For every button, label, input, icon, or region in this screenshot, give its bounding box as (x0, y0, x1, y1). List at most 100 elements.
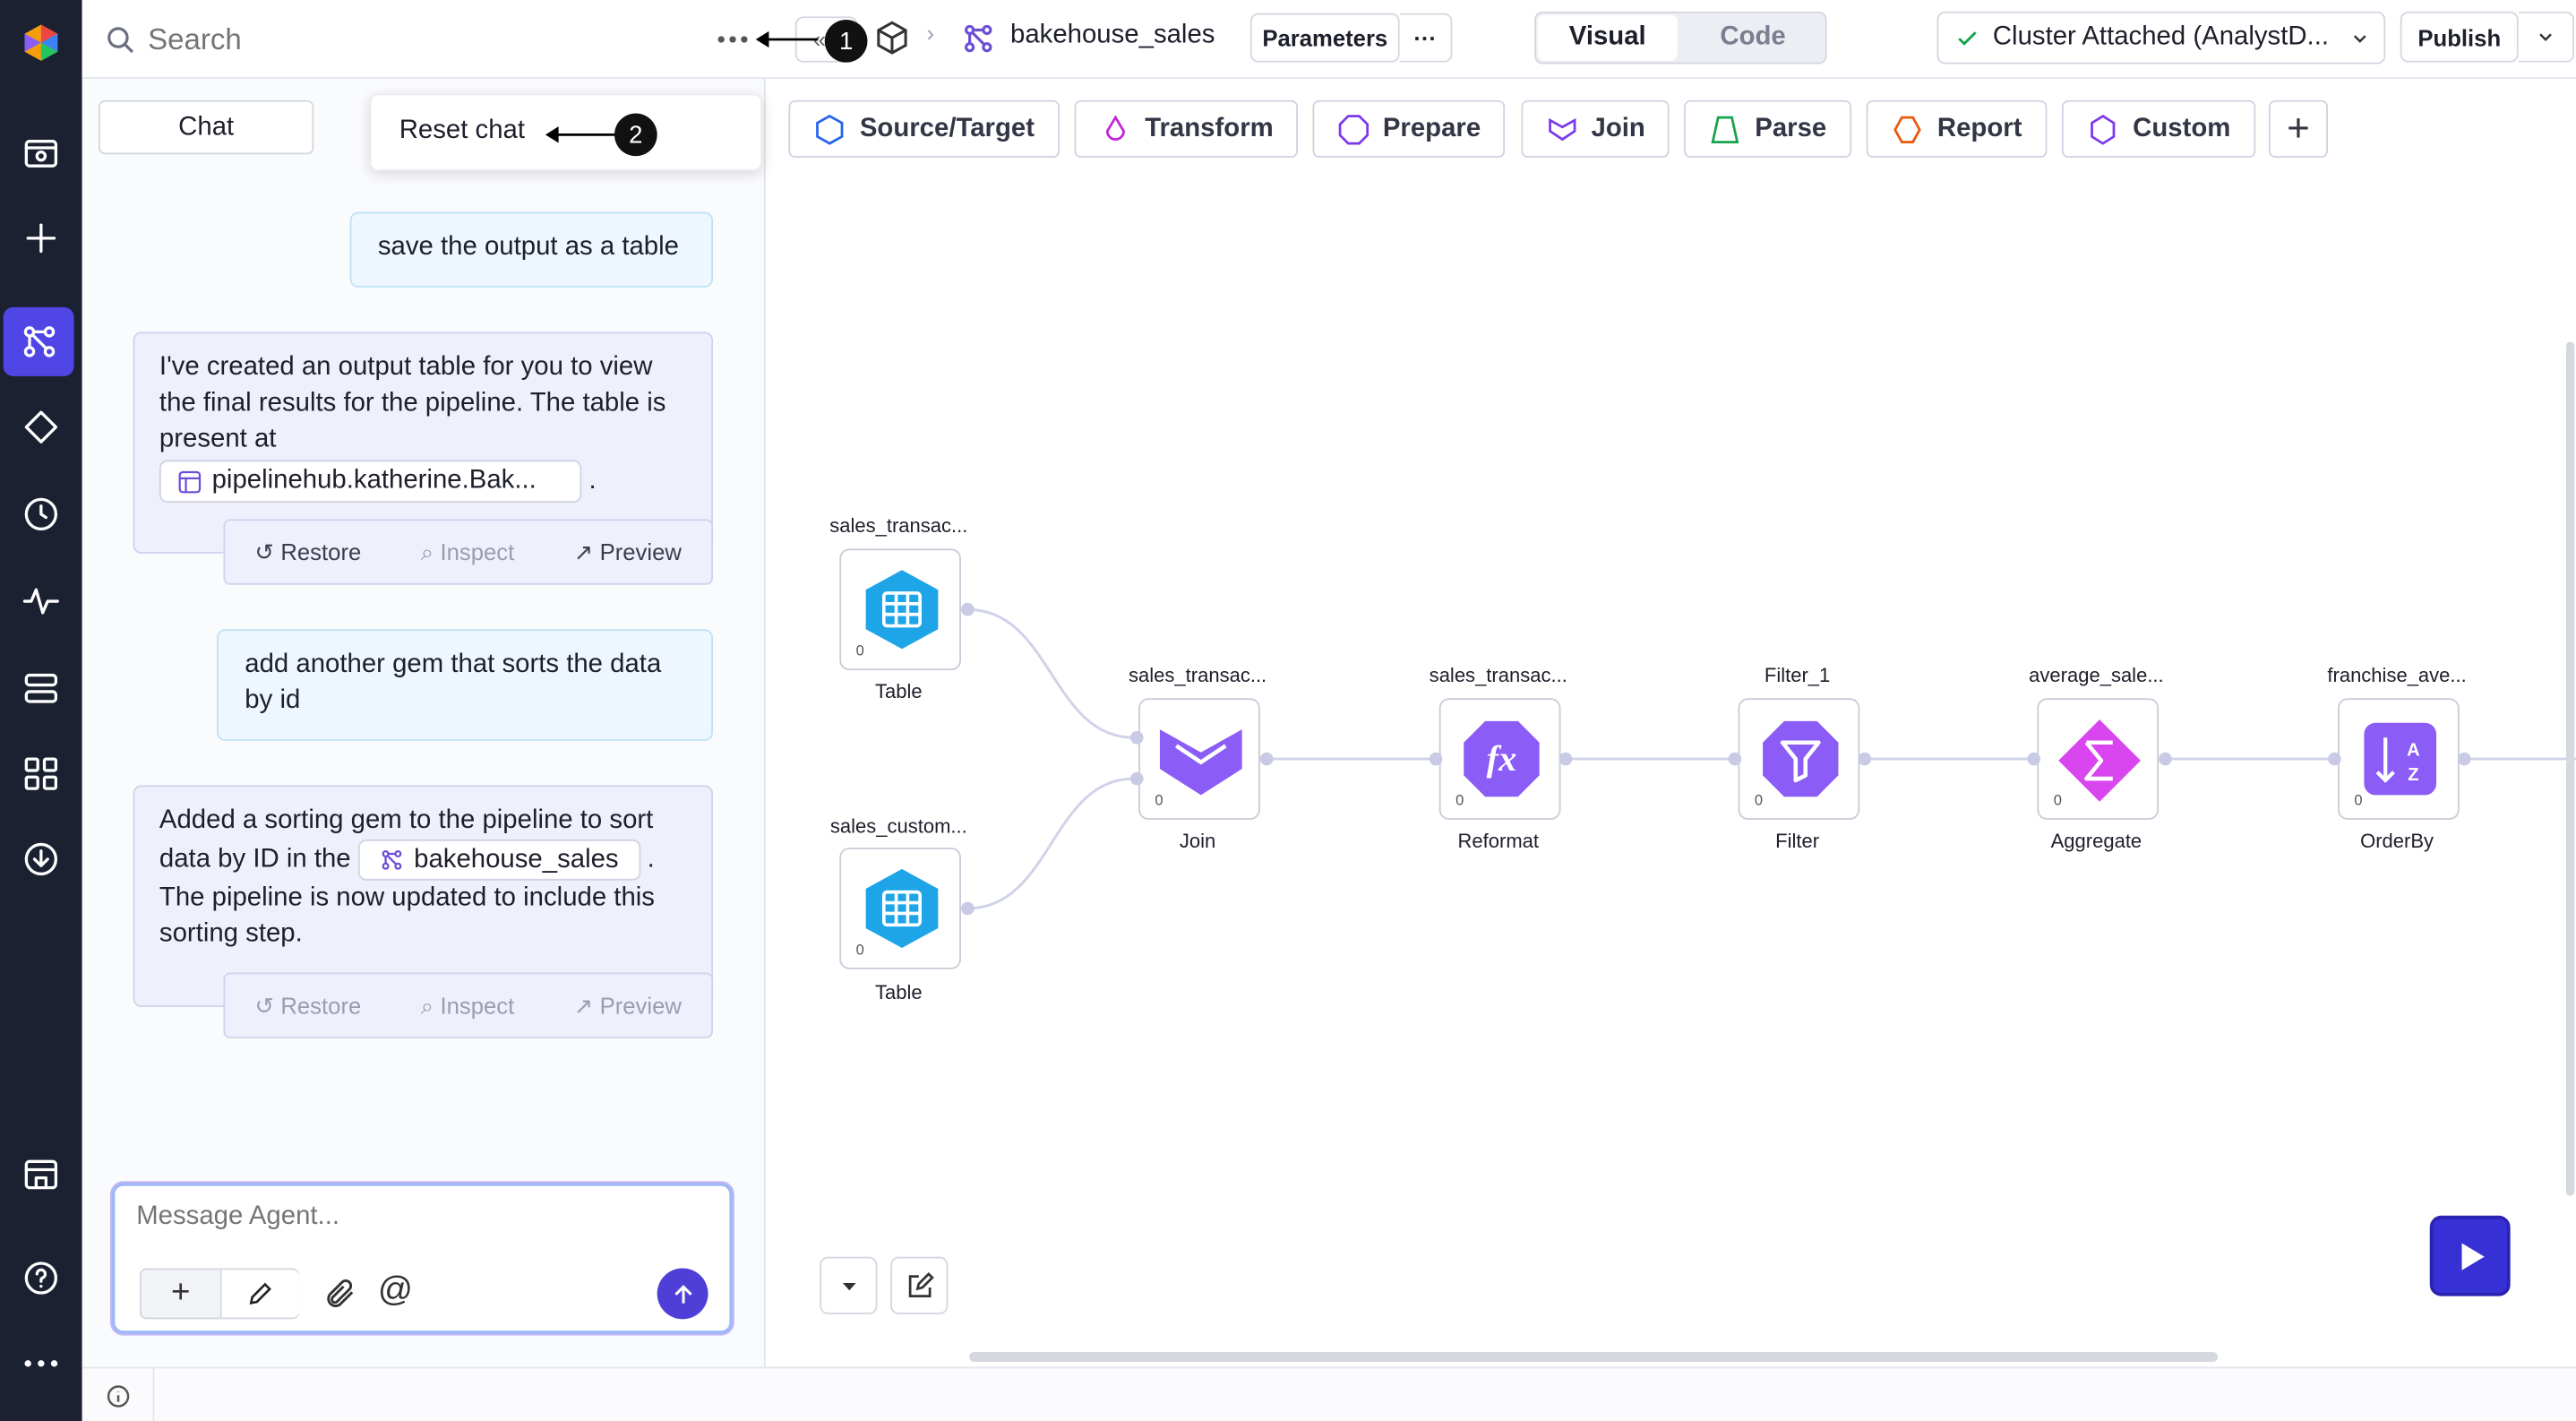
gem-icon[interactable] (0, 391, 82, 463)
add-gem-button[interactable]: + (2269, 99, 2329, 159)
project-icon[interactable] (874, 20, 910, 56)
preview-button[interactable]: ↗Preview (574, 538, 682, 565)
output-port[interactable] (960, 602, 975, 616)
node-filter[interactable]: 0 (1738, 698, 1860, 820)
edit-canvas-button[interactable] (890, 1256, 949, 1314)
visual-tab[interactable]: Visual (1537, 14, 1678, 61)
code-tab[interactable]: Code (1720, 22, 1786, 51)
node-join[interactable]: 0 (1138, 698, 1260, 820)
clock-icon[interactable] (0, 478, 82, 551)
gem-transform[interactable]: Transform (1074, 99, 1299, 159)
search-input[interactable] (148, 16, 641, 63)
input-port[interactable] (1129, 771, 1144, 786)
mention-icon[interactable]: @ (377, 1271, 413, 1310)
pipeline-chip-label: bakehouse_sales (414, 845, 619, 874)
sigma-icon (2058, 719, 2141, 802)
chat-panel: Chat Reset chat 2 save the output as a t… (82, 0, 766, 1367)
node-table-customers[interactable]: 0 (839, 848, 961, 969)
pipeline-icon (965, 24, 992, 53)
gem-custom[interactable]: Custom (2061, 99, 2256, 159)
output-port[interactable] (1858, 752, 1872, 766)
canvas-menu-button[interactable] (820, 1256, 878, 1314)
gem-parse[interactable]: Parse (1684, 99, 1852, 159)
pipeline-edges (967, 607, 2576, 910)
output-port[interactable] (2159, 752, 2172, 766)
pipeline-chip[interactable]: bakehouse_sales (357, 839, 640, 881)
paperclip-icon[interactable] (322, 1277, 357, 1312)
parameters-button[interactable]: Parameters (1249, 13, 1400, 63)
gem-source-target[interactable]: Source/Target (788, 99, 1060, 159)
message-input[interactable] (136, 1202, 695, 1249)
node-title: Filter_1 (1764, 663, 1831, 687)
arrow-up-icon (674, 1284, 691, 1303)
add-mode-button[interactable]: + (142, 1270, 220, 1317)
output-port[interactable] (960, 901, 975, 916)
pipelines-icon[interactable] (3, 306, 74, 376)
restore-button[interactable]: ↺Restore (254, 538, 361, 565)
node-table-transactions[interactable]: 0 (839, 548, 961, 671)
sort-az-icon: AZ (2364, 722, 2437, 796)
node-reformat[interactable]: fx 0 (1438, 698, 1561, 820)
edit-mode-button[interactable] (219, 1270, 299, 1318)
cluster-select[interactable]: Cluster Attached (AnalystD... (1936, 11, 2386, 65)
gem-prepare[interactable]: Prepare (1312, 99, 1506, 159)
gem-label: Prepare (1382, 114, 1481, 142)
reset-chat-item[interactable]: Reset chat (399, 116, 525, 145)
chevron-down-icon (2539, 33, 2552, 41)
input-port[interactable] (2027, 752, 2041, 766)
table-chip[interactable]: pipelinehub.katherine.Bak... (159, 460, 582, 504)
more-icon[interactable] (0, 1327, 82, 1399)
node-title: franchise_ave... (2327, 663, 2467, 687)
publish-dropdown-button[interactable] (2518, 11, 2575, 63)
tab-chat[interactable]: Chat (99, 99, 314, 155)
gem-label: Source/Target (859, 114, 1035, 142)
preview-label: Preview (599, 538, 682, 565)
grid-icon[interactable] (0, 737, 82, 810)
octagon-icon (1338, 114, 1369, 144)
vertical-scrollbar[interactable] (2565, 341, 2575, 1196)
view-toggle: Visual Code (1534, 11, 1827, 65)
download-icon[interactable] (0, 823, 82, 896)
preview-button[interactable]: ↗Preview (574, 992, 682, 1020)
output-port[interactable] (2457, 752, 2471, 766)
formula-icon: fx (1464, 720, 1540, 797)
deployments-icon[interactable] (0, 652, 82, 725)
output-port[interactable] (1558, 752, 1573, 766)
gem-join[interactable]: Join (1521, 99, 1670, 159)
store-icon[interactable] (0, 1139, 82, 1211)
restore-label: Restore (280, 992, 362, 1019)
play-icon (2460, 1242, 2484, 1270)
info-button[interactable] (82, 1368, 155, 1421)
input-port[interactable] (1129, 730, 1144, 745)
agent-message-text: I've created an output table for you to … (159, 353, 666, 454)
input-port[interactable] (2328, 752, 2341, 766)
gem-report[interactable]: Report (1866, 99, 2048, 159)
input-port[interactable] (1728, 752, 1742, 766)
gem-label: Custom (2133, 114, 2231, 142)
record-count: 0 (2354, 791, 2363, 809)
composer: + @ (111, 1183, 734, 1334)
send-button[interactable] (657, 1268, 708, 1320)
inspect-button[interactable]: ⌕Inspect (421, 538, 515, 565)
input-port[interactable] (1429, 752, 1443, 766)
browse-icon[interactable] (0, 116, 82, 189)
plus-icon[interactable] (0, 202, 82, 275)
logo-icon[interactable] (0, 6, 82, 79)
restore-button[interactable]: ↺Restore (254, 992, 361, 1020)
help-icon[interactable] (0, 1242, 82, 1314)
publish-button[interactable]: Publish (2400, 11, 2519, 63)
arrow-left-icon (545, 126, 614, 143)
inspect-button[interactable]: ⌕Inspect (421, 992, 515, 1020)
node-aggregate[interactable]: 0 (2037, 698, 2160, 820)
horizontal-scrollbar[interactable] (969, 1351, 2219, 1362)
run-button[interactable] (2429, 1215, 2511, 1296)
more-options-button[interactable]: ··· (1399, 13, 1453, 63)
record-count: 0 (1455, 791, 1464, 809)
plus-icon: + (2287, 106, 2310, 151)
pipeline-name[interactable]: bakehouse_sales (1010, 21, 1215, 50)
output-port[interactable] (1259, 752, 1274, 766)
chat-menu-button[interactable] (709, 20, 755, 59)
node-title: sales_transac... (1129, 663, 1267, 687)
pulse-icon[interactable] (0, 565, 82, 638)
